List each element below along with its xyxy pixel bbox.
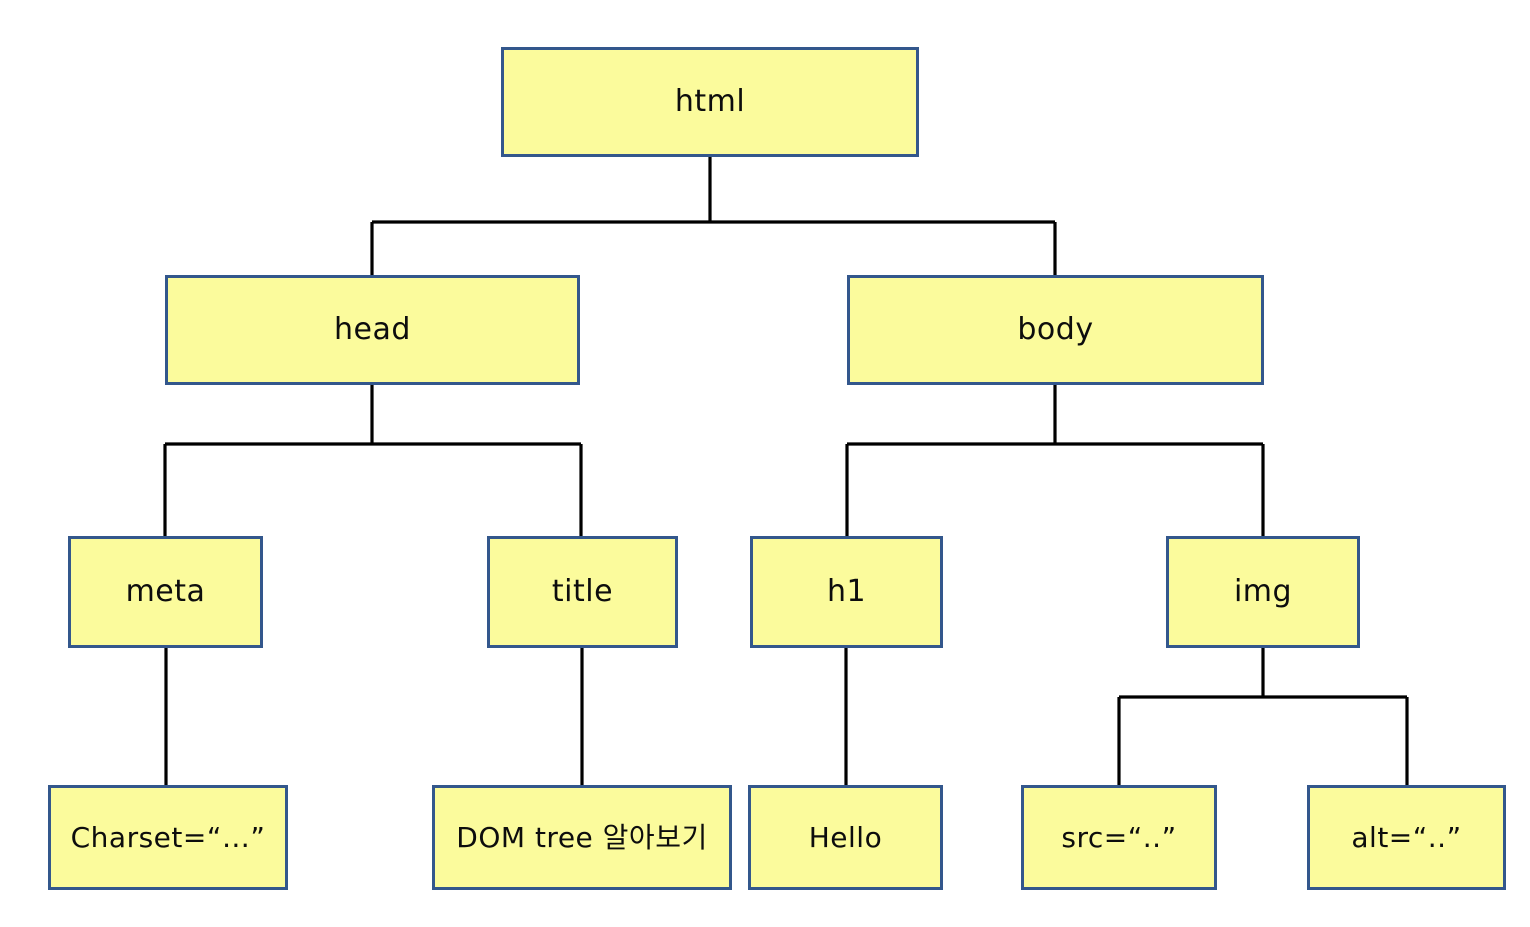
node-html[interactable]: html: [501, 47, 919, 157]
node-title-text-label: DOM tree 알아보기: [456, 820, 708, 854]
node-body[interactable]: body: [847, 275, 1264, 385]
node-h1[interactable]: h1: [750, 536, 943, 648]
node-head[interactable]: head: [165, 275, 580, 385]
node-src-attribute[interactable]: src=“..”: [1021, 785, 1217, 890]
node-img[interactable]: img: [1166, 536, 1360, 648]
node-hello-label: Hello: [808, 820, 883, 854]
node-charset-attribute[interactable]: Charset=“…”: [48, 785, 288, 890]
node-head-label: head: [334, 312, 411, 347]
node-h1-label: h1: [826, 574, 867, 609]
node-title-text[interactable]: DOM tree 알아보기: [432, 785, 732, 890]
node-src-label: src=“..”: [1061, 820, 1177, 854]
node-hello-text[interactable]: Hello: [748, 785, 943, 890]
node-alt-attribute[interactable]: alt=“..”: [1307, 785, 1506, 890]
node-charset-label: Charset=“…”: [70, 820, 266, 854]
node-title-label: title: [551, 574, 614, 609]
node-alt-label: alt=“..”: [1351, 820, 1462, 854]
node-title[interactable]: title: [487, 536, 678, 648]
node-meta[interactable]: meta: [68, 536, 263, 648]
node-html-label: html: [674, 84, 746, 119]
node-img-label: img: [1233, 574, 1293, 609]
node-body-label: body: [1017, 312, 1094, 347]
node-meta-label: meta: [125, 574, 206, 609]
